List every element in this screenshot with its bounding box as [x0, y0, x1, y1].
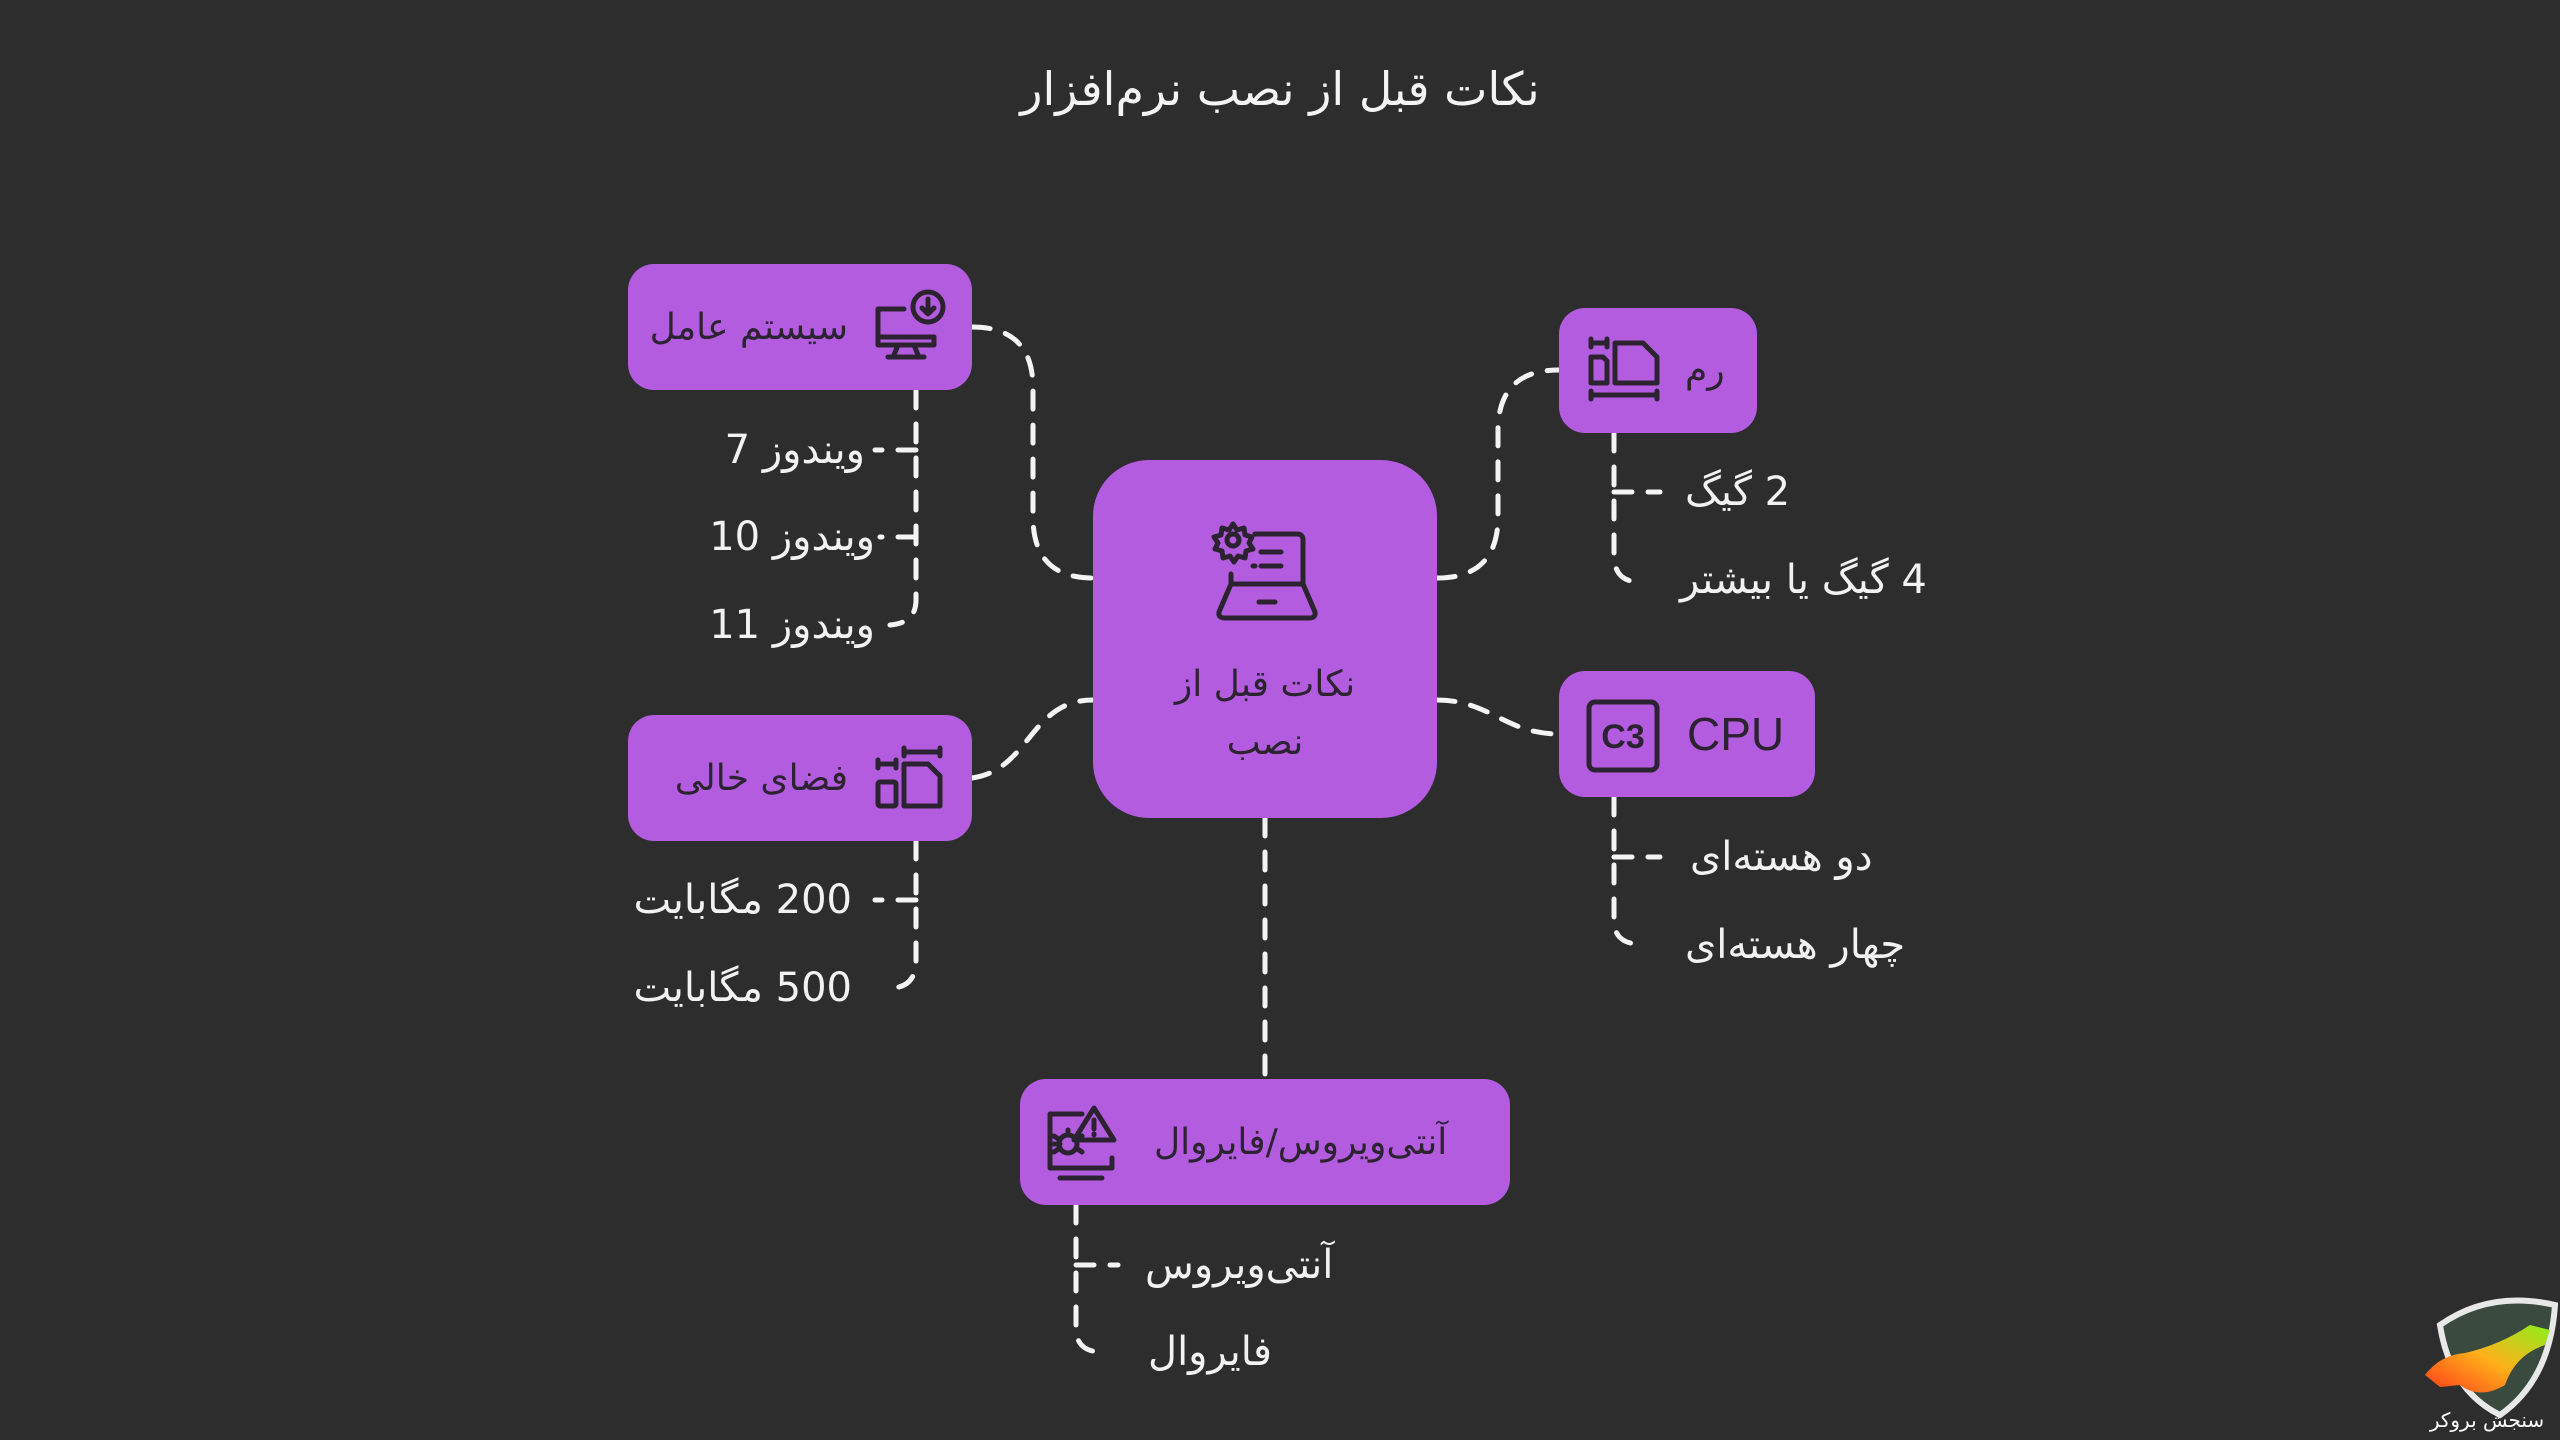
cpu-item-1: دو هسته‌ای [1690, 834, 1873, 880]
watermark-text: سنجش بروکر [2429, 1408, 2545, 1432]
connector-security-items [1073, 1202, 1105, 1355]
ram-item-1: 2 گیگ [1685, 469, 1791, 515]
node-os: سیستم عامل [628, 264, 972, 390]
monitor-download-icon [870, 287, 950, 367]
cpu-item-2: چهار هسته‌ای [1685, 922, 1906, 968]
center-node: نکات قبل از نصب [1093, 460, 1437, 818]
node-cpu-label: CPU [1687, 708, 1785, 760]
disk-item-1: 200 مگابایت [633, 877, 852, 923]
connector-cpu-items [1611, 794, 1643, 947]
node-cpu: C3 CPU [1559, 671, 1815, 797]
disk-item-2: 500 مگابایت [633, 965, 852, 1011]
node-disk-label: فضای خالی [674, 757, 848, 799]
node-security: آنتی‌ویروس/فایروال [1020, 1079, 1510, 1205]
laptop-settings-icon [1205, 512, 1325, 632]
connector-cpu-center [1434, 697, 1562, 737]
storage-size-icon [870, 738, 950, 818]
page-title: نکات قبل از نصب نرم‌افزار [1020, 62, 1540, 116]
node-disk: فضای خالی [628, 715, 972, 841]
connector-disk-items [887, 838, 919, 991]
connector-ram-center [1434, 367, 1562, 581]
cpu-chip-icon: C3 [1583, 694, 1663, 774]
security-item-2: فایروال [1148, 1329, 1273, 1375]
os-item-1: ویندوز 7 [724, 427, 865, 473]
svg-text:C3: C3 [1601, 718, 1644, 756]
node-ram-label: رم [1685, 350, 1725, 391]
monitor-bug-warning-icon [1044, 1102, 1124, 1182]
connector-os-items [887, 387, 919, 628]
connector-ram-items [1611, 430, 1643, 585]
os-item-3: ویندوز 11 [709, 602, 875, 648]
node-ram: رم [1559, 308, 1757, 433]
security-item-1: آنتی‌ویروس [1145, 1242, 1334, 1288]
connector-disk-center [969, 697, 1096, 781]
memory-size-icon [1583, 331, 1663, 411]
node-security-label: آنتی‌ویروس/فایروال [1154, 1121, 1448, 1163]
node-os-label: سیستم عامل [649, 306, 848, 348]
os-item-2: ویندوز 10 [709, 514, 875, 560]
connector-os-center [969, 324, 1096, 581]
center-label: نکات قبل از نصب [1174, 664, 1356, 763]
ram-item-2: 4 گیگ یا بیشتر [1680, 557, 1927, 603]
bull-shield-logo-icon [2425, 1297, 2559, 1419]
